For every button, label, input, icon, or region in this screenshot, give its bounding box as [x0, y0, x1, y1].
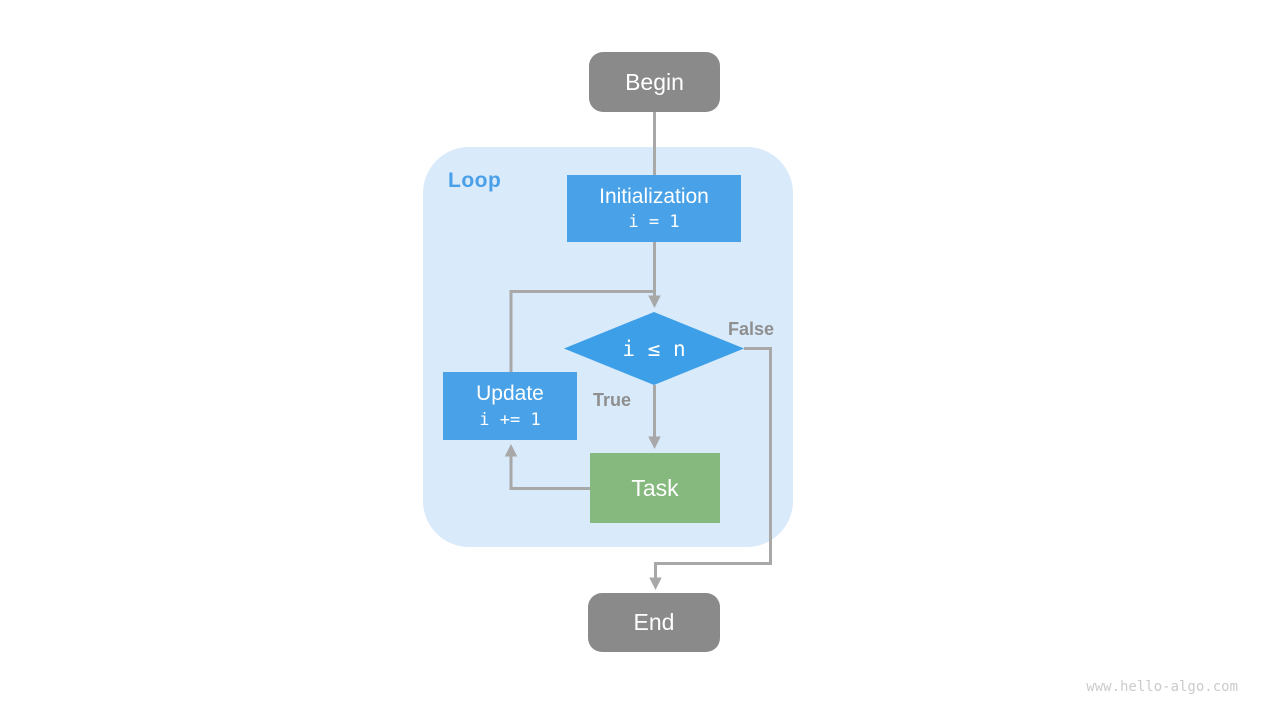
node-initialization: Initialization i = 1	[567, 175, 741, 242]
initialization-code: i = 1	[628, 212, 680, 232]
node-begin: Begin	[589, 52, 720, 112]
end-label: End	[633, 609, 675, 636]
begin-label: Begin	[625, 68, 684, 95]
node-update: Update i += 1	[443, 372, 577, 440]
loop-label: Loop	[448, 169, 502, 192]
node-end: End	[588, 593, 720, 652]
condition-code: i ≤ n	[622, 336, 686, 361]
watermark-text: www.hello-algo.com	[1086, 679, 1238, 695]
update-code: i += 1	[479, 409, 541, 430]
initialization-title: Initialization	[599, 184, 709, 208]
task-label: Task	[631, 474, 679, 501]
edge-label-false: False	[728, 319, 775, 339]
update-title: Update	[476, 382, 544, 406]
node-task: Task	[590, 453, 720, 523]
edge-label-true: True	[593, 390, 632, 410]
